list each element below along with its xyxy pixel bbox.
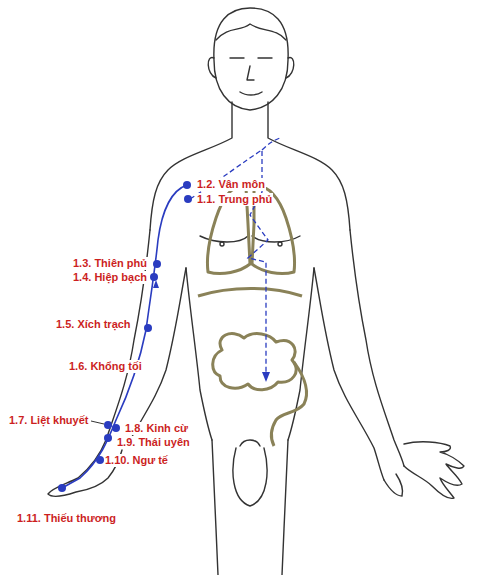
- acupoint-label: 1.11. Thiếu thương: [16, 512, 117, 525]
- acupoint-label: 1.7. Liệt khuyết: [8, 414, 89, 427]
- acupoint-label: 1.6. Khổng tối: [68, 360, 143, 373]
- acupoint-label: 1.5. Xích trạch: [55, 318, 132, 331]
- acupoint-label: 1.9. Thái uyên: [116, 436, 191, 449]
- acupoint-label: 1.3. Thiên phủ: [72, 257, 148, 270]
- acupoint-label: 1.2. Vân môn: [196, 178, 266, 191]
- acupoint-label: 1.1. Trung phủ: [196, 193, 273, 206]
- acupoint-label: 1.10. Ngư tế: [104, 454, 169, 467]
- acupoint-label: 1.4. Hiệp bạch: [72, 271, 148, 284]
- acupoint-label: 1.8. Kinh cừ: [124, 422, 189, 435]
